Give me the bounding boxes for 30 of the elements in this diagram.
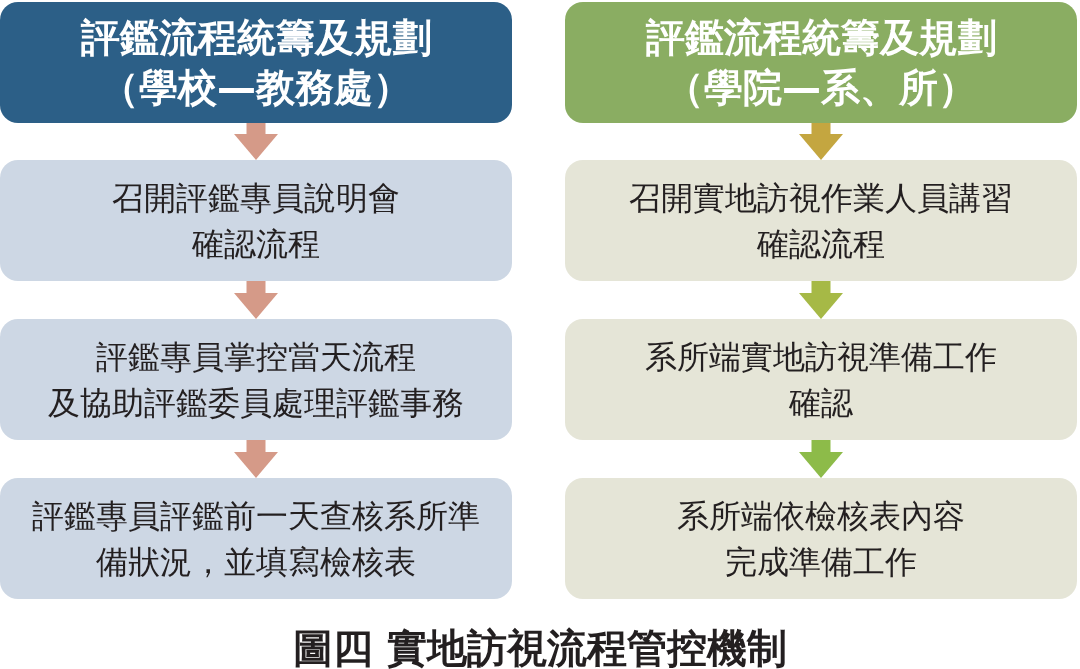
process-box xyxy=(565,160,1077,281)
process-box xyxy=(0,160,512,281)
header-title: 評鑑流程統籌及規劃 xyxy=(645,13,997,62)
process-box xyxy=(565,478,1077,599)
header-subtitle: （學校—教務處） xyxy=(100,63,412,112)
step-text: 評鑑專員評鑑前一天查核系所準備狀況，並填寫檢核表 xyxy=(31,495,481,583)
header-box xyxy=(565,2,1077,123)
header-title: 評鑑流程統籌及規劃 xyxy=(80,13,432,62)
process-box xyxy=(565,319,1077,440)
step-text: 確認流程 xyxy=(757,223,885,265)
step-text: 系所端依檢核表內容 xyxy=(677,495,965,537)
step-text: 召開實地訪視作業人員講習 xyxy=(629,177,1013,219)
arrow xyxy=(234,440,278,478)
header-subtitle: （學院—系、所） xyxy=(665,63,977,112)
process-box xyxy=(0,478,512,599)
arrow xyxy=(234,281,278,319)
step-text: 完成準備工作 xyxy=(725,541,917,583)
arrow xyxy=(799,123,843,160)
step-text: 確認流程 xyxy=(192,223,320,265)
step-text: 召開評鑑專員說明會 xyxy=(112,177,400,219)
arrow xyxy=(799,281,843,319)
header-box xyxy=(0,2,512,123)
arrow xyxy=(234,123,278,160)
step-text: 及協助評鑑委員處理評鑑事務 xyxy=(48,382,464,424)
arrow xyxy=(799,440,843,478)
process-box xyxy=(0,319,512,440)
step-text: 系所端實地訪視準備工作 xyxy=(645,336,997,378)
step-text: 確認 xyxy=(789,382,853,424)
figure-caption: 圖四 實地訪視流程管控機制 xyxy=(293,628,787,668)
step-text: 評鑑專員掌控當天流程 xyxy=(96,336,416,378)
